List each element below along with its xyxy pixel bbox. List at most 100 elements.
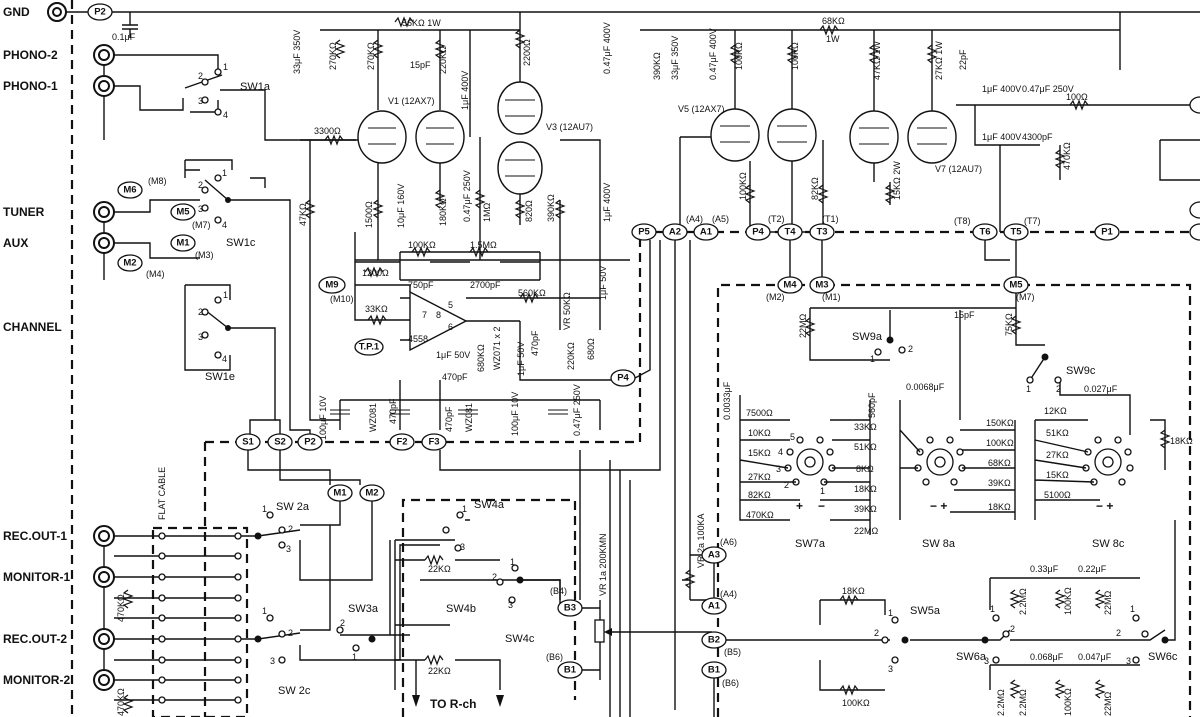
svg-text:1μF 400V: 1μF 400V bbox=[982, 132, 1021, 142]
recout2-jack[interactable] bbox=[93, 628, 115, 650]
gnd-terminal[interactable] bbox=[47, 2, 67, 22]
connector-b1-right[interactable]: B1 bbox=[701, 661, 727, 679]
connector-p4-top[interactable]: P4 bbox=[745, 223, 771, 241]
svg-text:VR 50KΩ: VR 50KΩ bbox=[562, 292, 572, 330]
rotary-sw8a[interactable] bbox=[914, 436, 966, 486]
sw5a-label: SW5a bbox=[910, 605, 941, 617]
connector-t3[interactable]: T3 bbox=[809, 223, 835, 241]
svg-text:3: 3 bbox=[460, 542, 465, 552]
connector-p1[interactable]: P1 bbox=[1094, 223, 1120, 241]
switch-sw1e[interactable]: 1 2 3 4 bbox=[198, 290, 231, 364]
svg-text:15pF: 15pF bbox=[410, 60, 431, 70]
connector-b3[interactable]: B3 bbox=[557, 599, 583, 617]
r-100k-sw5: 100KΩ bbox=[842, 698, 870, 708]
switch-sw2c[interactable]: 1 2 3 bbox=[254, 606, 294, 666]
aux-jack[interactable] bbox=[93, 232, 115, 254]
svg-text:0.22μF: 0.22μF bbox=[1078, 564, 1107, 574]
svg-text:680Ω: 680Ω bbox=[586, 338, 596, 360]
rotary-sw8c[interactable] bbox=[1082, 436, 1134, 486]
svg-text:3: 3 bbox=[776, 464, 781, 474]
switch-sw3a[interactable]: 2 1 bbox=[336, 618, 376, 662]
connector-m2-left[interactable]: M2 bbox=[117, 254, 143, 272]
connector-m6[interactable]: M6 bbox=[117, 181, 143, 199]
svg-text:2200Ω: 2200Ω bbox=[522, 39, 532, 66]
switch-sw1a[interactable]: 2 3 1 4 bbox=[198, 62, 228, 120]
connector-f3[interactable]: F3 bbox=[421, 433, 447, 451]
supply-decoupling bbox=[330, 380, 601, 430]
connector-a3[interactable]: A3 bbox=[701, 546, 727, 564]
switch-sw6a[interactable]: 1 2 3 bbox=[981, 604, 1016, 666]
connector-t4[interactable]: T4 bbox=[777, 223, 803, 241]
connector-s2[interactable]: S2 bbox=[267, 433, 293, 451]
r-22k-bottom: 22KΩ bbox=[428, 666, 451, 676]
ic-pins: 5 8 7 6 bbox=[422, 300, 453, 332]
flat-cable-label: FLAT CABLE bbox=[157, 467, 167, 520]
ref-a4-top: (A4) bbox=[686, 214, 703, 224]
svg-text:P2: P2 bbox=[94, 7, 106, 18]
recout1-jack[interactable] bbox=[93, 525, 115, 547]
switch-sw2a[interactable]: 1 2 3 bbox=[254, 504, 294, 554]
connector-p5[interactable]: P5 bbox=[631, 223, 657, 241]
connector-t5[interactable]: T5 bbox=[1003, 223, 1029, 241]
tuner-jack[interactable] bbox=[93, 201, 115, 223]
r-18k-sw5: 18KΩ bbox=[842, 586, 865, 596]
svg-text:2: 2 bbox=[1056, 384, 1061, 394]
switch-sw6c[interactable]: 1 2 3 bbox=[1116, 604, 1169, 666]
connector-m1-mid[interactable]: M1 bbox=[327, 484, 353, 502]
monitor1-jack[interactable] bbox=[93, 566, 115, 588]
connector-a1-bottom[interactable]: A1 bbox=[701, 597, 727, 615]
pot-vr1a[interactable] bbox=[582, 600, 712, 680]
switch-sw4a[interactable]: 1 3 bbox=[442, 504, 467, 552]
svg-text:100Ω: 100Ω bbox=[1066, 92, 1088, 102]
svg-text:0.068μF: 0.068μF bbox=[1030, 652, 1064, 662]
sw6c-label: SW6c bbox=[1148, 651, 1178, 663]
r-22k-top: 22KΩ bbox=[428, 564, 451, 574]
sw7a-plus: + bbox=[796, 499, 803, 513]
rotary-sw7a[interactable] bbox=[784, 436, 836, 486]
phono1-jack[interactable] bbox=[93, 75, 115, 97]
switch-sw9a[interactable]: 1 2 bbox=[870, 336, 913, 365]
switch-sw5a[interactable]: 1 2 3 bbox=[874, 608, 909, 674]
phono2-jack[interactable] bbox=[93, 44, 115, 66]
svg-text:0.0068μF: 0.0068μF bbox=[906, 382, 945, 392]
rotary-switch-pin-numbers: 4 3 5 2 1 bbox=[776, 432, 825, 496]
connector-s1[interactable]: S1 bbox=[235, 433, 261, 451]
sw6a-label: SW6a bbox=[956, 651, 987, 663]
monitor2-jack[interactable] bbox=[93, 669, 115, 691]
connector-p4[interactable]: P4 bbox=[610, 369, 636, 387]
connector-p2-bottom[interactable]: P2 bbox=[297, 433, 323, 451]
connector-m2-mid[interactable]: M2 bbox=[359, 484, 385, 502]
flat-cable-box bbox=[151, 526, 249, 717]
connector-t6[interactable]: T6 bbox=[972, 223, 998, 241]
svg-text:4: 4 bbox=[222, 354, 227, 364]
svg-text:3: 3 bbox=[888, 664, 893, 674]
svg-text:1: 1 bbox=[990, 604, 995, 614]
connector-b2[interactable]: B2 bbox=[701, 631, 727, 649]
svg-text:100KΩ: 100KΩ bbox=[790, 42, 800, 70]
connector-b1-left[interactable]: B1 bbox=[557, 661, 583, 679]
svg-text:27KΩ: 27KΩ bbox=[748, 472, 771, 482]
svg-text:15KΩ 2W: 15KΩ 2W bbox=[892, 161, 902, 200]
switch-sw4c[interactable]: 1 2 3 bbox=[492, 557, 524, 610]
connector-m4[interactable]: M4 bbox=[777, 276, 803, 294]
switch-sw1c[interactable]: 2 1 3 4 bbox=[198, 168, 231, 230]
ref-t2: (T2) bbox=[768, 214, 785, 224]
svg-text:1: 1 bbox=[262, 504, 267, 514]
connector-m5-right[interactable]: M5 bbox=[1003, 276, 1029, 294]
svg-text:T5: T5 bbox=[1010, 227, 1022, 238]
test-point-tp1[interactable]: T.P.1 bbox=[354, 338, 384, 356]
channel-label: CHANNEL bbox=[3, 320, 62, 334]
connector-f2[interactable]: F2 bbox=[389, 433, 415, 451]
connector-a1-top[interactable]: A1 bbox=[693, 223, 719, 241]
svg-text:100KΩ: 100KΩ bbox=[734, 42, 744, 70]
connector-m1-left[interactable]: M1 bbox=[170, 234, 196, 252]
switch-sw9c[interactable]: 1 2 bbox=[1026, 353, 1062, 395]
connector-m3[interactable]: M3 bbox=[809, 276, 835, 294]
svg-text:1: 1 bbox=[223, 62, 228, 72]
svg-text:F3: F3 bbox=[428, 437, 439, 448]
connector-m5-left[interactable]: M5 bbox=[170, 203, 196, 221]
connector-a2[interactable]: A2 bbox=[662, 223, 688, 241]
svg-text:560KΩ: 560KΩ bbox=[518, 288, 546, 298]
connector-m9[interactable]: M9 bbox=[318, 276, 346, 294]
connector-p2-top[interactable]: P2 bbox=[87, 3, 113, 21]
